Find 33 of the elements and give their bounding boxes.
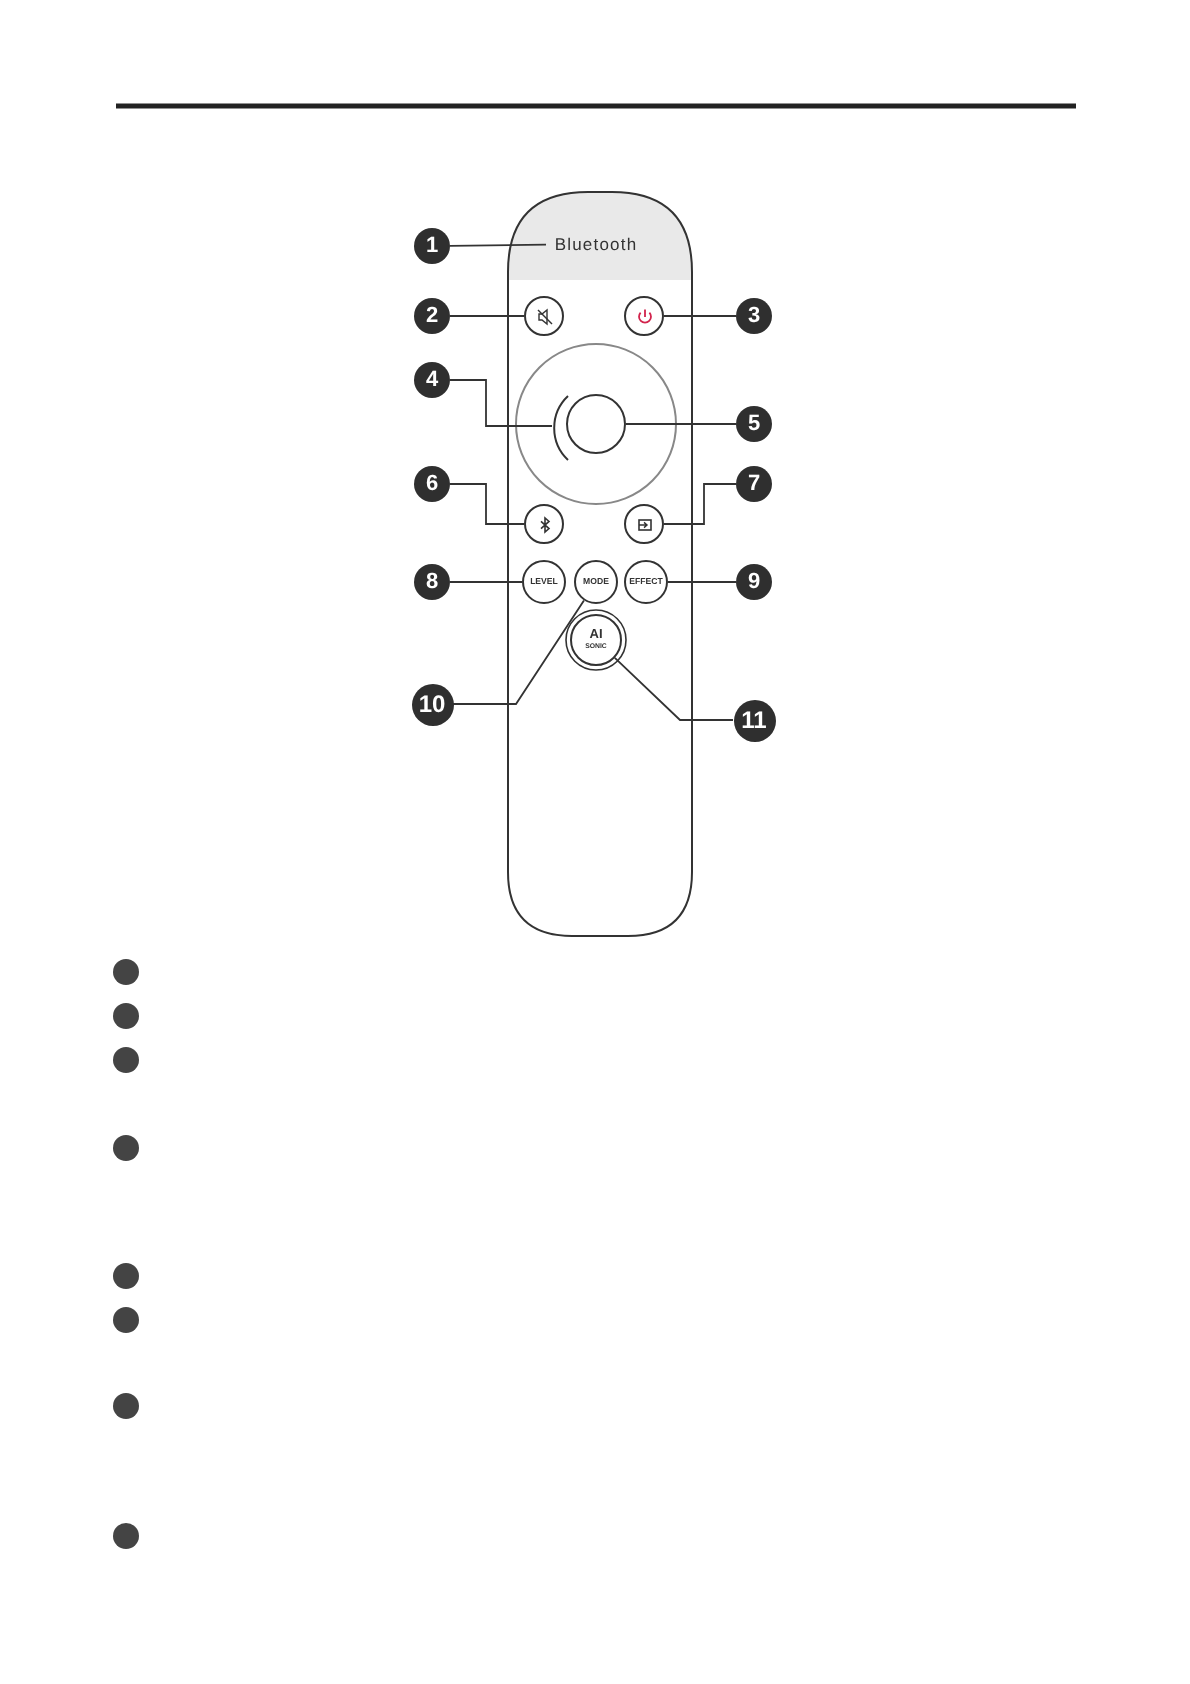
leader-line [663, 315, 737, 317]
leader-line [625, 423, 737, 425]
remote-button [624, 296, 664, 336]
leader-line [452, 599, 585, 705]
callout-number: 6 [414, 466, 450, 502]
remote-button [524, 296, 564, 336]
leader-line [613, 657, 734, 721]
band-label: Bluetooth [554, 235, 638, 253]
leader-line [663, 483, 737, 525]
remote-button [574, 560, 618, 604]
callout-number: 4 [414, 362, 450, 398]
remote-button [570, 614, 622, 666]
remote-button [624, 560, 668, 604]
leader-line [449, 483, 525, 525]
callout-number: 2 [414, 298, 450, 334]
callout-number: 7 [736, 466, 772, 502]
leader-line [449, 581, 523, 583]
leader-line [449, 243, 547, 247]
remote-button [566, 394, 626, 454]
arc-mark [550, 394, 570, 462]
callout-number: 3 [736, 298, 772, 334]
leader-line [449, 379, 553, 427]
callout-number: 11 [733, 699, 775, 741]
remote-button [522, 560, 566, 604]
callout-number: 1 [414, 228, 450, 264]
callout-number: 9 [736, 564, 772, 600]
remote-button [524, 504, 564, 544]
remote-button [624, 504, 664, 544]
callout-number: 5 [736, 406, 772, 442]
callout-number: 10 [411, 683, 453, 725]
leader-line [449, 315, 525, 317]
callout-number: 8 [414, 564, 450, 600]
leader-line [667, 581, 737, 583]
